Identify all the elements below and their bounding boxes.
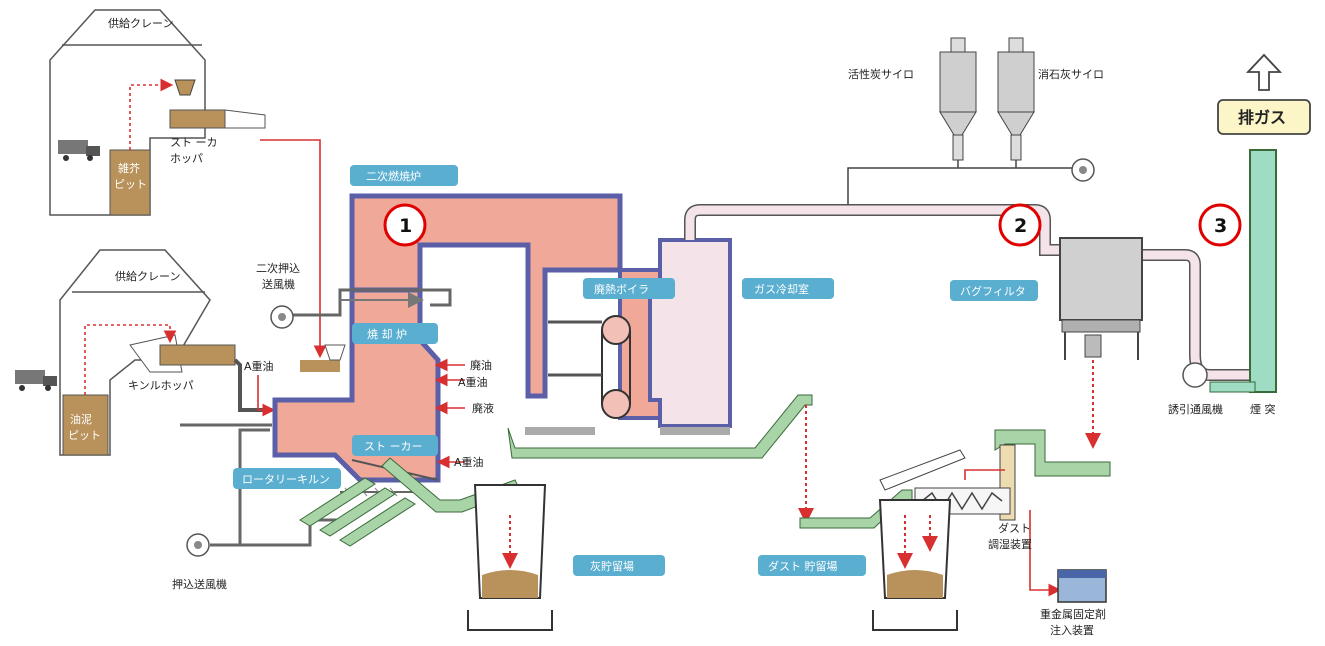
badge-dust-storage: ダスト 貯留場	[758, 555, 866, 576]
dust-conditioner-label: ダスト 調湿装置	[988, 521, 1035, 551]
induced-fan-label: 誘引通風機	[1168, 402, 1223, 416]
svg-text:バグフィルタ: バグフィルタ	[960, 284, 1026, 298]
slaked-lime-silo-label: 消石灰サイロ	[1038, 67, 1104, 81]
gas-cooling-chamber	[648, 238, 732, 428]
induced-draft-fan	[1182, 362, 1208, 388]
badge-secondary-combustor: 二次燃焼炉	[350, 165, 458, 186]
svg-text:2: 2	[1014, 215, 1027, 237]
supply-crane-label-2: 供給クレーン	[115, 269, 180, 283]
svg-text:灰貯留場: 灰貯留場	[590, 559, 634, 573]
secondary-forced-fan	[270, 305, 294, 329]
activated-carbon-silo-label: 活性炭サイロ	[848, 67, 914, 81]
exhaust-up-arrow-icon	[1245, 53, 1283, 91]
svg-text:ダスト 貯留場: ダスト 貯留場	[768, 559, 838, 573]
stoker-hopper-label: スト ーカ ホッパ	[170, 136, 221, 165]
slaked-lime-silo	[997, 37, 1035, 161]
chimney	[1209, 149, 1277, 393]
supply-crane-label-1: 供給クレーン	[108, 16, 173, 30]
svg-text:ガス冷却室: ガス冷却室	[754, 282, 809, 296]
forced-fan	[186, 533, 210, 557]
marker-3: 3	[1198, 203, 1242, 247]
heavy-metal-injector-label: 重金属固定剤 注入装置	[1040, 607, 1110, 637]
svg-text:3: 3	[1214, 215, 1227, 237]
waste-liquid-label: 廃液	[472, 401, 494, 415]
badge-gas-cooling: ガス冷却室	[742, 278, 834, 299]
dump-truck-icon	[58, 140, 100, 161]
activated-carbon-silo	[939, 37, 977, 161]
svg-text:二次燃焼炉: 二次燃焼炉	[366, 169, 421, 183]
reagent-blower-icon	[1071, 158, 1095, 182]
badge-ash-storage: 灰貯留場	[573, 555, 665, 576]
marker-1: 1	[383, 203, 427, 247]
fuel-input-arrows	[434, 358, 465, 469]
misc-waste-pit-label: 雑芥 ピット	[114, 161, 147, 191]
badge-rotary-kiln: ロータリーキルン	[233, 468, 341, 489]
secondary-fan-label: 二次押込 送風機	[256, 261, 304, 291]
exhaust-gas-label: 排ガス	[1238, 108, 1286, 127]
badge-bag-filter: バグフィルタ	[950, 280, 1038, 301]
heavy-oil-a-label-1: A重油	[244, 359, 274, 373]
svg-text:廃熱ボイラ: 廃熱ボイラ	[594, 282, 649, 296]
svg-text:1: 1	[399, 215, 412, 237]
sludge-pit-label: 油泥 ピット	[68, 412, 101, 442]
badge-incinerator: 焼 却 炉	[352, 323, 438, 344]
kiln-hopper-label: キンルホッパ	[128, 379, 194, 392]
heavy-oil-a-label-3: A重油	[454, 455, 484, 469]
ash-storage-bin	[467, 484, 553, 631]
ash-return-conveyor	[507, 394, 814, 524]
waste-oil-label: 廃油	[470, 358, 492, 372]
dump-truck-icon	[15, 370, 57, 391]
marker-2: 2	[998, 203, 1042, 247]
svg-text:焼 却 炉: 焼 却 炉	[367, 328, 407, 341]
svg-text:スト ーカー: スト ーカー	[364, 440, 423, 453]
chimney-label: 煙 突	[1250, 402, 1276, 416]
waste-receiving-building-1	[49, 9, 266, 216]
forced-fan-label: 押込送風機	[172, 577, 227, 591]
heavy-metal-fixative-tank	[1057, 569, 1107, 603]
heavy-oil-a-label-2: A重油	[458, 375, 488, 389]
dust-storage-bin	[872, 499, 958, 631]
exhaust-gas-box	[1217, 99, 1311, 135]
waste-receiving-building-2	[15, 249, 236, 456]
badge-stoker: スト ーカー	[352, 435, 438, 456]
bag-filter	[1059, 237, 1143, 449]
svg-text:ロータリーキルン: ロータリーキルン	[242, 473, 330, 486]
badge-waste-heat-boiler: 廃熱ボイラ	[583, 278, 675, 299]
